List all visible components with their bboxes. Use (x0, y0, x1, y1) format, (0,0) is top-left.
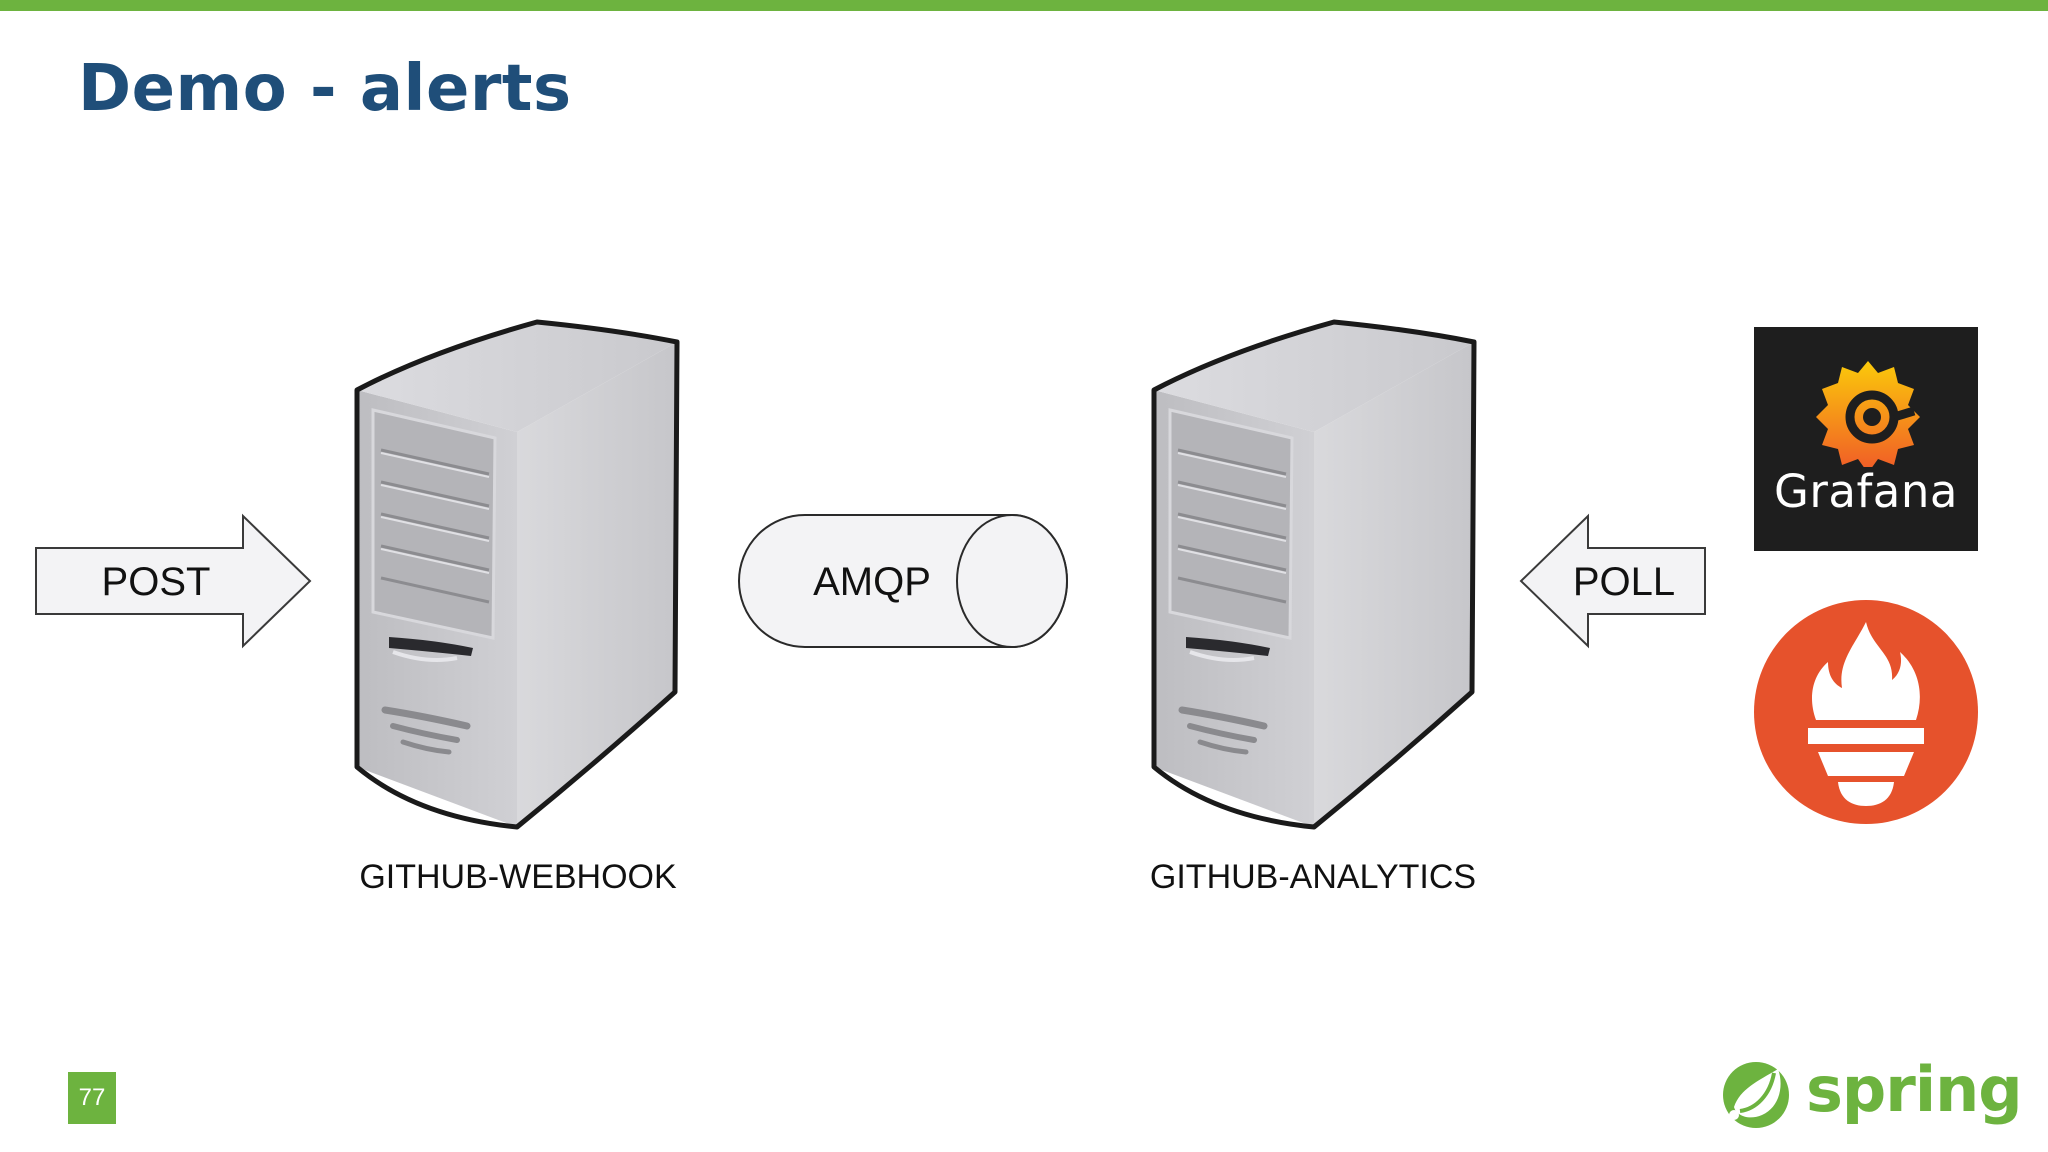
slide-title: Demo - alerts (78, 52, 572, 126)
grafana-logo: Grafana (1754, 327, 1978, 551)
github-analytics-label: GITHUB-ANALYTICS (1149, 858, 1477, 896)
amqp-queue-label: AMQP (813, 560, 931, 604)
amqp-queue: AMQP (738, 514, 1068, 648)
spring-logo: spring (1718, 1053, 2023, 1131)
github-webhook-label: GITHUB-WEBHOOK (359, 858, 677, 896)
spring-wordmark: spring (1806, 1053, 2023, 1126)
github-analytics-server-icon (1154, 322, 1474, 827)
post-arrow-label: POST (102, 560, 211, 604)
poll-arrow (1519, 513, 1706, 649)
page-number: 77 (68, 1072, 116, 1124)
grafana-swirl-icon (1816, 361, 1920, 467)
prometheus-logo-icon (1754, 600, 1978, 824)
grafana-wordmark: Grafana (1774, 465, 1958, 518)
spring-leaf-icon (1723, 1062, 1789, 1128)
top-accent-bar (0, 0, 2048, 11)
post-arrow (35, 513, 312, 649)
poll-arrow-label: POLL (1573, 560, 1675, 604)
github-webhook-server-icon (357, 322, 677, 827)
